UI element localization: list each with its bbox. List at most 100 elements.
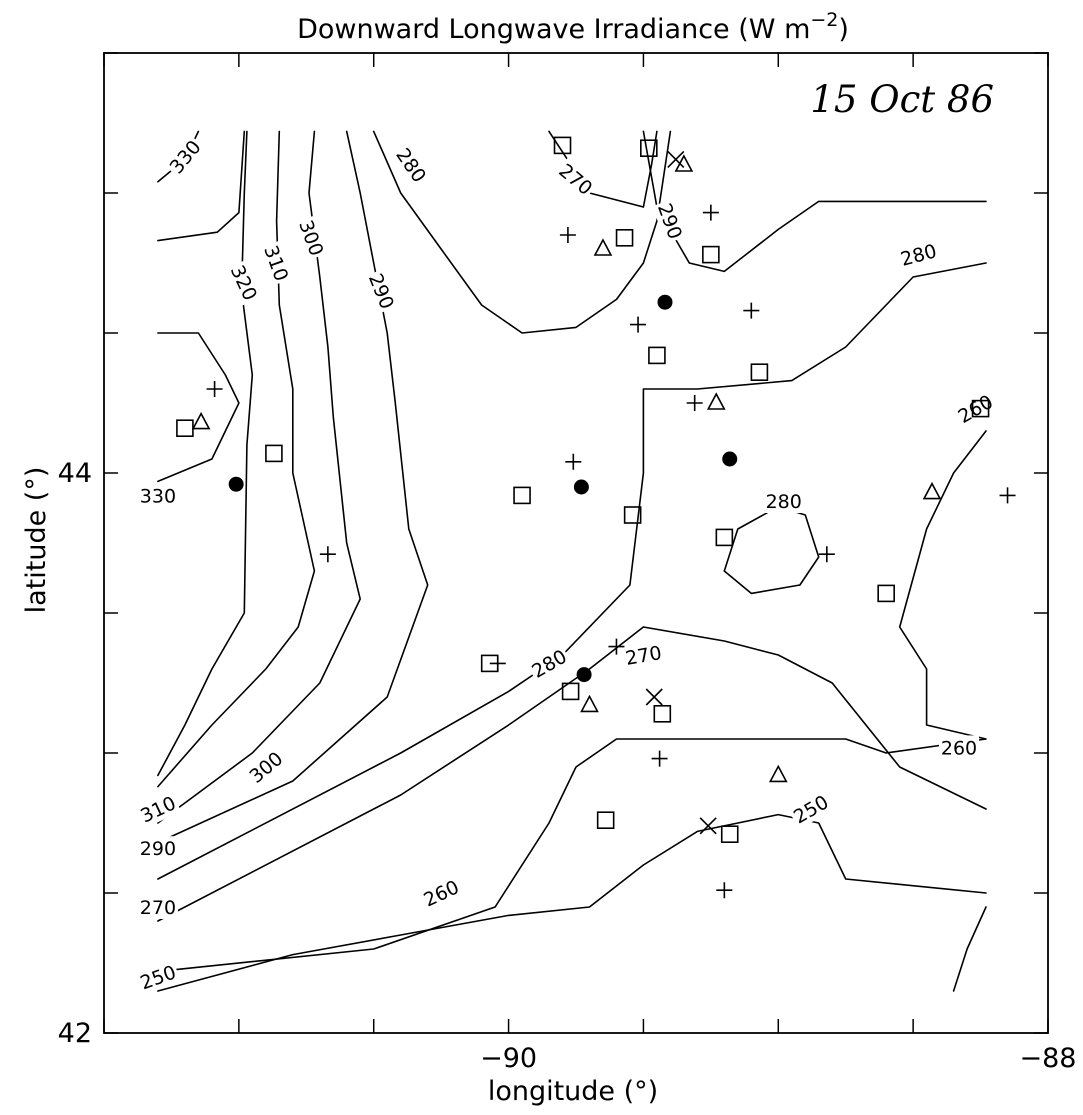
station-square [877,584,895,603]
chart-title-superscript: −2 [810,9,838,31]
contour-label-bg [390,141,433,189]
contour-label-bg [137,895,178,919]
station-square [648,346,666,365]
contour-label-group: 260 [417,873,465,913]
station-square [615,229,634,247]
station-plus [651,750,668,767]
contour-250 [952,906,987,992]
station-square [176,419,194,438]
contour-label-bg [951,388,999,429]
station-dot [657,294,673,310]
station-triangle [191,411,211,430]
station-square [265,444,283,463]
contour-label-group: 270 [621,639,666,671]
contour-label-group: 310 [258,240,295,286]
contour-label-group: 290 [363,267,401,315]
contour-lines [157,130,987,992]
station-dot [228,476,244,492]
station-square [596,811,615,830]
contour-label-bg [621,639,666,671]
contour-label-bg [417,873,465,913]
contour-label: 330 [140,485,176,507]
contour-label: 250 [137,961,179,994]
contour-280 [157,262,987,880]
station-plus [206,381,223,397]
station-square [513,486,531,505]
contour-label: 290 [364,270,398,312]
station-dot [722,451,738,467]
contour-label-group: 290 [652,198,689,244]
station-square [623,506,642,524]
station-x [667,150,685,168]
contour-250 [157,813,987,992]
x-tick-label: −90 [480,1043,537,1074]
contour-330 [157,332,240,483]
station-markers [176,136,1016,899]
contour-270 [157,626,987,922]
station-triangle [706,392,726,410]
plot-frame [103,52,1049,1034]
station-plus [489,655,506,672]
station-square [702,245,720,264]
contour-label-bg [293,214,330,261]
contour-label-bg [137,836,178,861]
contour-label-group: 260 [951,388,999,429]
contour-label-group: 290 [137,836,178,861]
chart-title-main: Downward Longwave Irradiance (W m [297,14,810,45]
x-tick-label: −88 [1020,1043,1077,1074]
chart-title-close: ) [838,14,849,45]
y-axis-label: latitude (°) [21,467,52,614]
contour-label-group: 280 [390,141,433,189]
contour-label-bg [652,198,689,244]
contour-label-bg [134,789,182,829]
contour-label-group: 270 [137,895,178,919]
station-plus [686,395,703,411]
station-dot [573,479,589,495]
contour-label-bg [787,788,835,830]
contour-label: 310 [259,243,292,285]
contour-label-bg [896,237,941,272]
station-triangle [580,694,599,713]
contour-label-bg [763,489,804,513]
contour-label: 300 [294,217,327,259]
station-triangle [674,154,694,172]
station-x [699,817,717,835]
contour-label-bg [135,958,181,996]
station-square [653,704,672,723]
date-label: 15 Oct 86 [810,78,994,121]
contour-label: 280 [766,491,802,513]
contour-label-group: 310 [134,789,182,829]
contour-label-bg [363,267,401,315]
station-triangle [922,481,942,500]
contour-320 [157,130,254,777]
contour-label-group: 300 [293,214,330,261]
contour-280 [372,130,672,334]
contour-label: 270 [140,897,176,919]
contour-label: 330 [166,136,206,178]
contour-290 [157,130,429,844]
chart-title: Downward Longwave Irradiance (W m−2) [297,9,849,45]
station-plus [716,882,733,899]
contour-label-group: 250 [135,958,181,996]
contour-label-bg [242,744,289,790]
station-triangle [593,238,613,256]
contour-label-group: 280 [525,643,573,684]
contour-label-group: 300 [242,744,289,790]
station-square [561,682,580,701]
contour-label-group: 280 [896,237,941,272]
station-square [750,363,769,382]
contour-label-group: 320 [224,259,264,306]
station-plus [608,638,625,655]
x-axis-label: longitude (°) [488,1076,658,1107]
station-plus [999,487,1016,504]
contour-label: 260 [941,737,977,759]
station-plus [565,453,582,470]
station-dot [576,667,592,683]
contour-260 [157,430,987,973]
contour-310 [157,130,316,788]
contour-label-bg [224,259,264,306]
y-tick-label: 44 [58,458,92,489]
contour-label: 280 [898,240,939,271]
